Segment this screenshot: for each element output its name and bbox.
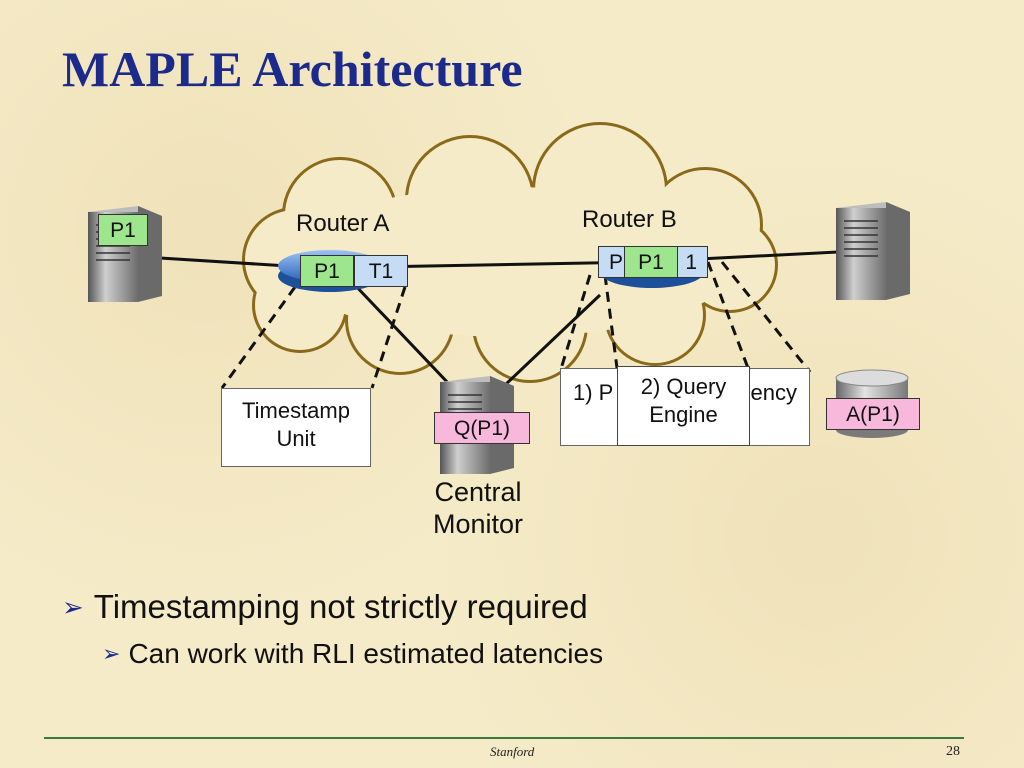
router-b-packet-back-suffix: 1 xyxy=(685,251,697,274)
bullet-text: Timestamping not strictly required xyxy=(93,588,588,625)
router-b-packet-back-partial: P xyxy=(609,251,624,274)
sub-bullet-text: Can work with RLI estimated latencies xyxy=(128,638,604,669)
answer-tag: A(P1) xyxy=(826,398,920,430)
query-tag: Q(P1) xyxy=(434,412,530,444)
central-monitor-label: Central Monitor xyxy=(414,476,542,541)
query-engine-box: 2) Query Engine xyxy=(617,366,750,446)
query-engine-line1: 2) Query xyxy=(640,374,727,399)
footer-divider xyxy=(44,737,964,739)
footer-label: Stanford xyxy=(490,744,535,759)
latency-box-right-text: ency xyxy=(750,380,797,405)
left-host-packet-tag: P1 xyxy=(98,214,148,246)
sub-bullet-arrow-icon: ➢ xyxy=(102,641,121,666)
dashed-leaders xyxy=(220,261,812,389)
bullet-arrow-icon: ➢ xyxy=(62,591,84,622)
central-monitor-line2: Monitor xyxy=(432,509,524,540)
bullet-item: ➢ Timestamping not strictly required xyxy=(62,588,603,626)
network-cloud xyxy=(242,122,778,383)
slide-title: MAPLE Architecture xyxy=(62,41,523,97)
bullet-list: ➢ Timestamping not strictly required ➢ C… xyxy=(62,588,603,670)
latency-box-left-text: 1) P xyxy=(573,380,614,405)
query-engine-line2: Engine xyxy=(649,401,718,427)
page-number: 28 xyxy=(946,744,960,759)
timestamp-unit-box: Timestamp Unit xyxy=(221,388,371,467)
central-monitor-line1: Central xyxy=(434,477,522,507)
router-b-packet-tag-front: P1 xyxy=(624,246,678,278)
timestamp-unit-line2: Unit xyxy=(276,425,316,451)
sub-bullet-item: ➢ Can work with RLI estimated latencies xyxy=(102,638,603,670)
router-b-label: Router B xyxy=(582,206,677,233)
router-a-label: Router A xyxy=(296,210,390,237)
router-a-timestamp-tag: T1 xyxy=(354,255,408,287)
router-a-packet-tag: P1 xyxy=(300,255,354,287)
timestamp-unit-line1: Timestamp xyxy=(242,398,350,423)
right-host-server-icon[interactable] xyxy=(836,202,910,300)
central-monitor-server-icon[interactable] xyxy=(440,376,514,474)
